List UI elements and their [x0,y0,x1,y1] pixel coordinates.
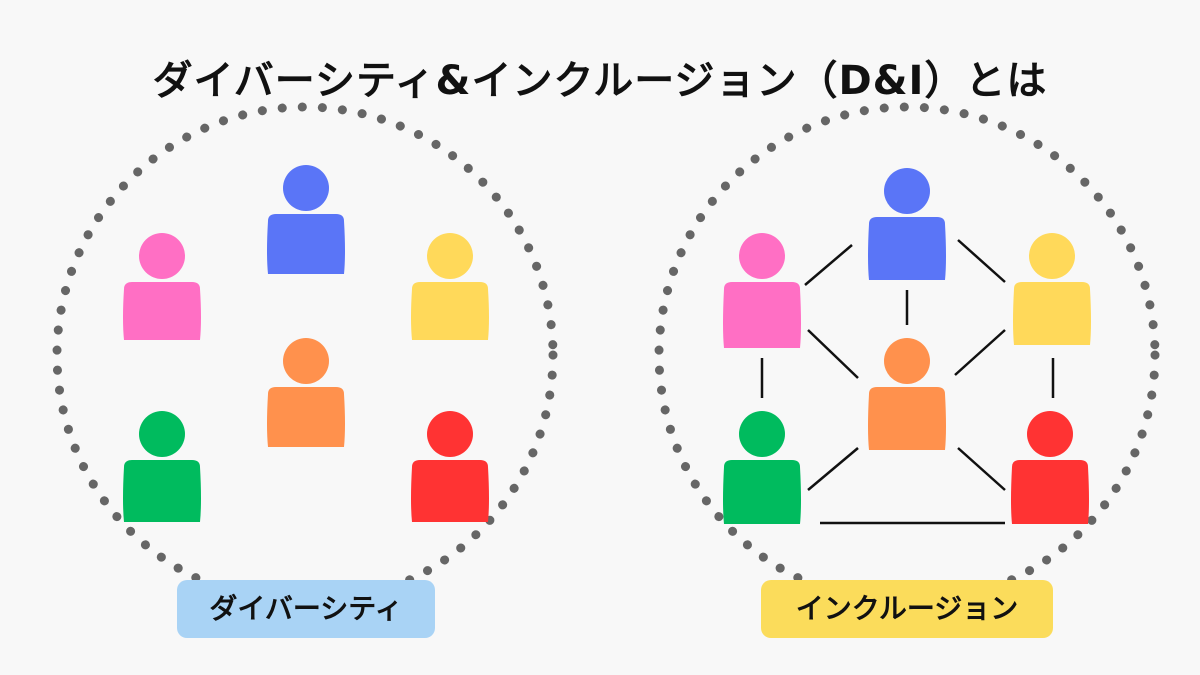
connection-line [807,329,859,379]
connection-line [957,239,1006,283]
person-icon-orange [868,338,946,450]
person-icon-green [123,411,201,522]
person-icon-yellow [1013,233,1091,345]
person-icon-green [723,411,801,524]
diversity-people [123,165,489,522]
person-icon-red [1011,411,1089,524]
diversity-dotted-circle [52,102,558,608]
connection-line [957,447,1006,491]
inclusion-connections [760,239,1055,525]
connection-line [954,329,1006,376]
person-icon-pink [723,233,801,348]
person-icon-blue [868,168,946,280]
person-icon-blue [267,165,345,274]
person-icon-red [411,411,489,522]
connection-line [807,447,859,491]
inclusion-people [723,168,1091,524]
connection-line [804,244,853,286]
diversity-label: ダイバーシティ [177,580,435,638]
inclusion-dotted-circle [654,102,1160,608]
person-icon-pink [123,233,201,340]
inclusion-label: インクルージョン [761,580,1053,638]
page-title: ダイバーシティ&インクルージョン（D&I）とは [152,58,1048,104]
person-icon-yellow [411,233,489,340]
person-icon-orange [267,338,345,447]
